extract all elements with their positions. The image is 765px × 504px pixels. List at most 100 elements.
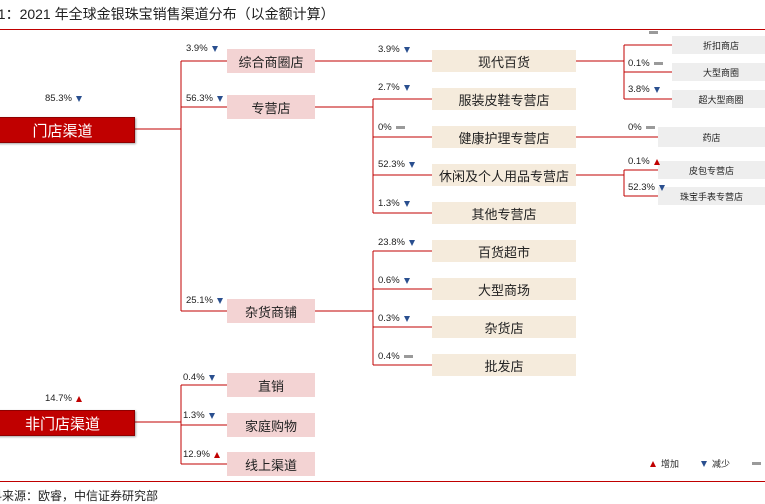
share-value bbox=[649, 31, 658, 34]
node-pharmacy: 药店 bbox=[658, 127, 765, 147]
legend: 增加 减少 不变 bbox=[650, 457, 765, 470]
decrease-icon bbox=[408, 239, 415, 246]
node-leisure: 休闲及个人用品专营店 bbox=[432, 164, 576, 186]
share-value: 23.8% bbox=[378, 237, 415, 248]
decrease-icon bbox=[408, 161, 415, 168]
share-value-text: 12.9% bbox=[183, 449, 210, 460]
share-value-text: 23.8% bbox=[378, 237, 405, 248]
legend-decrease-label: 减少 bbox=[712, 459, 731, 469]
node-specialty: 专营店 bbox=[227, 95, 315, 119]
decrease-icon bbox=[653, 86, 660, 93]
share-value-text: 1.3% bbox=[183, 410, 205, 421]
decrease-icon bbox=[403, 315, 410, 322]
share-value: 56.3% bbox=[186, 93, 223, 104]
share-value-text: 14.7% bbox=[45, 393, 72, 404]
share-value: 0% bbox=[628, 122, 655, 133]
node-label: 杂货商铺 bbox=[244, 304, 297, 320]
node-dept: 现代百货 bbox=[432, 50, 576, 72]
node-label: 杂货店 bbox=[484, 320, 524, 336]
share-value-text: 0.4% bbox=[183, 372, 205, 383]
node-apparel: 服装皮鞋专营店 bbox=[432, 88, 576, 110]
node-jewelry: 珠宝手表专营店 bbox=[658, 187, 765, 205]
decrease-icon bbox=[216, 95, 223, 102]
share-value: 3.9% bbox=[378, 44, 410, 55]
share-value-text: 3.8% bbox=[628, 84, 650, 95]
node-label: 健康护理专营店 bbox=[458, 130, 550, 146]
share-value: 0.4% bbox=[183, 372, 215, 383]
node-supermarket: 百货超市 bbox=[432, 240, 576, 262]
node-label: 休闲及个人用品专营店 bbox=[438, 168, 569, 184]
share-value: 52.3% bbox=[378, 159, 415, 170]
node-label: 家庭购物 bbox=[244, 418, 297, 434]
unchanged-icon bbox=[653, 62, 663, 65]
share-value: 3.8% bbox=[628, 84, 660, 95]
node-store: 门店渠道 bbox=[0, 117, 135, 143]
share-value-text: 0% bbox=[628, 122, 642, 133]
decrease-icon bbox=[208, 412, 215, 419]
unchanged-icon bbox=[395, 126, 405, 129]
node-label: 珠宝手表专营店 bbox=[679, 191, 743, 202]
share-value: 0.1% bbox=[628, 58, 663, 69]
decrease-icon bbox=[403, 46, 410, 53]
share-value: 52.3% bbox=[628, 182, 665, 193]
decrease-icon bbox=[403, 200, 410, 207]
share-value: 1.3% bbox=[378, 198, 410, 209]
bottom-rule bbox=[0, 481, 765, 482]
node-label: 现代百货 bbox=[477, 54, 530, 70]
node-label: 综合商圈店 bbox=[238, 54, 304, 70]
node-health: 健康护理专营店 bbox=[432, 126, 576, 148]
unchanged-icon bbox=[403, 355, 413, 358]
share-value: 0.1% bbox=[628, 156, 660, 167]
node-online: 线上渠道 bbox=[227, 452, 315, 476]
node-label: 批发店 bbox=[484, 358, 524, 374]
share-value: 3.9% bbox=[186, 43, 218, 54]
node-sundry: 杂货店 bbox=[432, 316, 576, 338]
node-label: 线上渠道 bbox=[244, 457, 297, 473]
node-leather: 皮包专营店 bbox=[658, 161, 765, 179]
node-grocery: 杂货商铺 bbox=[227, 299, 315, 323]
node-label: 非门店渠道 bbox=[24, 415, 100, 433]
node-label: 服装皮鞋专营店 bbox=[458, 92, 550, 108]
node-mall: 综合商圈店 bbox=[227, 49, 315, 73]
decrease-icon bbox=[403, 277, 410, 284]
share-value: 0.6% bbox=[378, 275, 410, 286]
share-value-text: 85.3% bbox=[45, 93, 72, 104]
decrease-icon bbox=[75, 95, 82, 102]
increase-icon bbox=[75, 395, 82, 402]
share-value: 12.9% bbox=[183, 449, 220, 460]
share-value-text: 0.3% bbox=[378, 313, 400, 324]
decrease-icon bbox=[211, 45, 218, 52]
share-value: 0% bbox=[378, 122, 405, 133]
node-label: 皮包专营店 bbox=[688, 165, 734, 176]
node-label: 大型商场 bbox=[477, 282, 530, 298]
share-value: 85.3% bbox=[45, 93, 82, 104]
share-value-text: 0.1% bbox=[628, 58, 650, 69]
share-value-text: 0% bbox=[378, 122, 392, 133]
node-bigmall: 大型商场 bbox=[432, 278, 576, 300]
share-value-text: 52.3% bbox=[378, 159, 405, 170]
share-value: 0.3% bbox=[378, 313, 410, 324]
decrease-icon bbox=[701, 460, 708, 467]
share-value-text: 3.9% bbox=[378, 44, 400, 55]
node-wholesale: 批发店 bbox=[432, 354, 576, 376]
decrease-icon bbox=[658, 184, 665, 191]
increase-icon bbox=[213, 451, 220, 458]
node-label: 大型商圈 bbox=[702, 67, 739, 78]
node-otherspec: 其他专营店 bbox=[432, 202, 576, 224]
share-value-text: 0.1% bbox=[628, 156, 650, 167]
share-value-text: 3.9% bbox=[186, 43, 208, 54]
node-label: 直销 bbox=[257, 378, 284, 394]
top-rule bbox=[0, 29, 765, 30]
node-label: 超大型商圈 bbox=[698, 94, 744, 105]
node-label: 药店 bbox=[702, 132, 721, 143]
node-label: 专营店 bbox=[251, 100, 291, 116]
node-direct: 直销 bbox=[227, 373, 315, 397]
share-value-text: 0.6% bbox=[378, 275, 400, 286]
share-value: 1.3% bbox=[183, 410, 215, 421]
share-value-text: 2.7% bbox=[378, 82, 400, 93]
share-value-text: 56.3% bbox=[186, 93, 213, 104]
unchanged-icon bbox=[752, 462, 762, 465]
node-label: 百货超市 bbox=[477, 244, 530, 260]
unchanged-icon bbox=[645, 126, 655, 129]
